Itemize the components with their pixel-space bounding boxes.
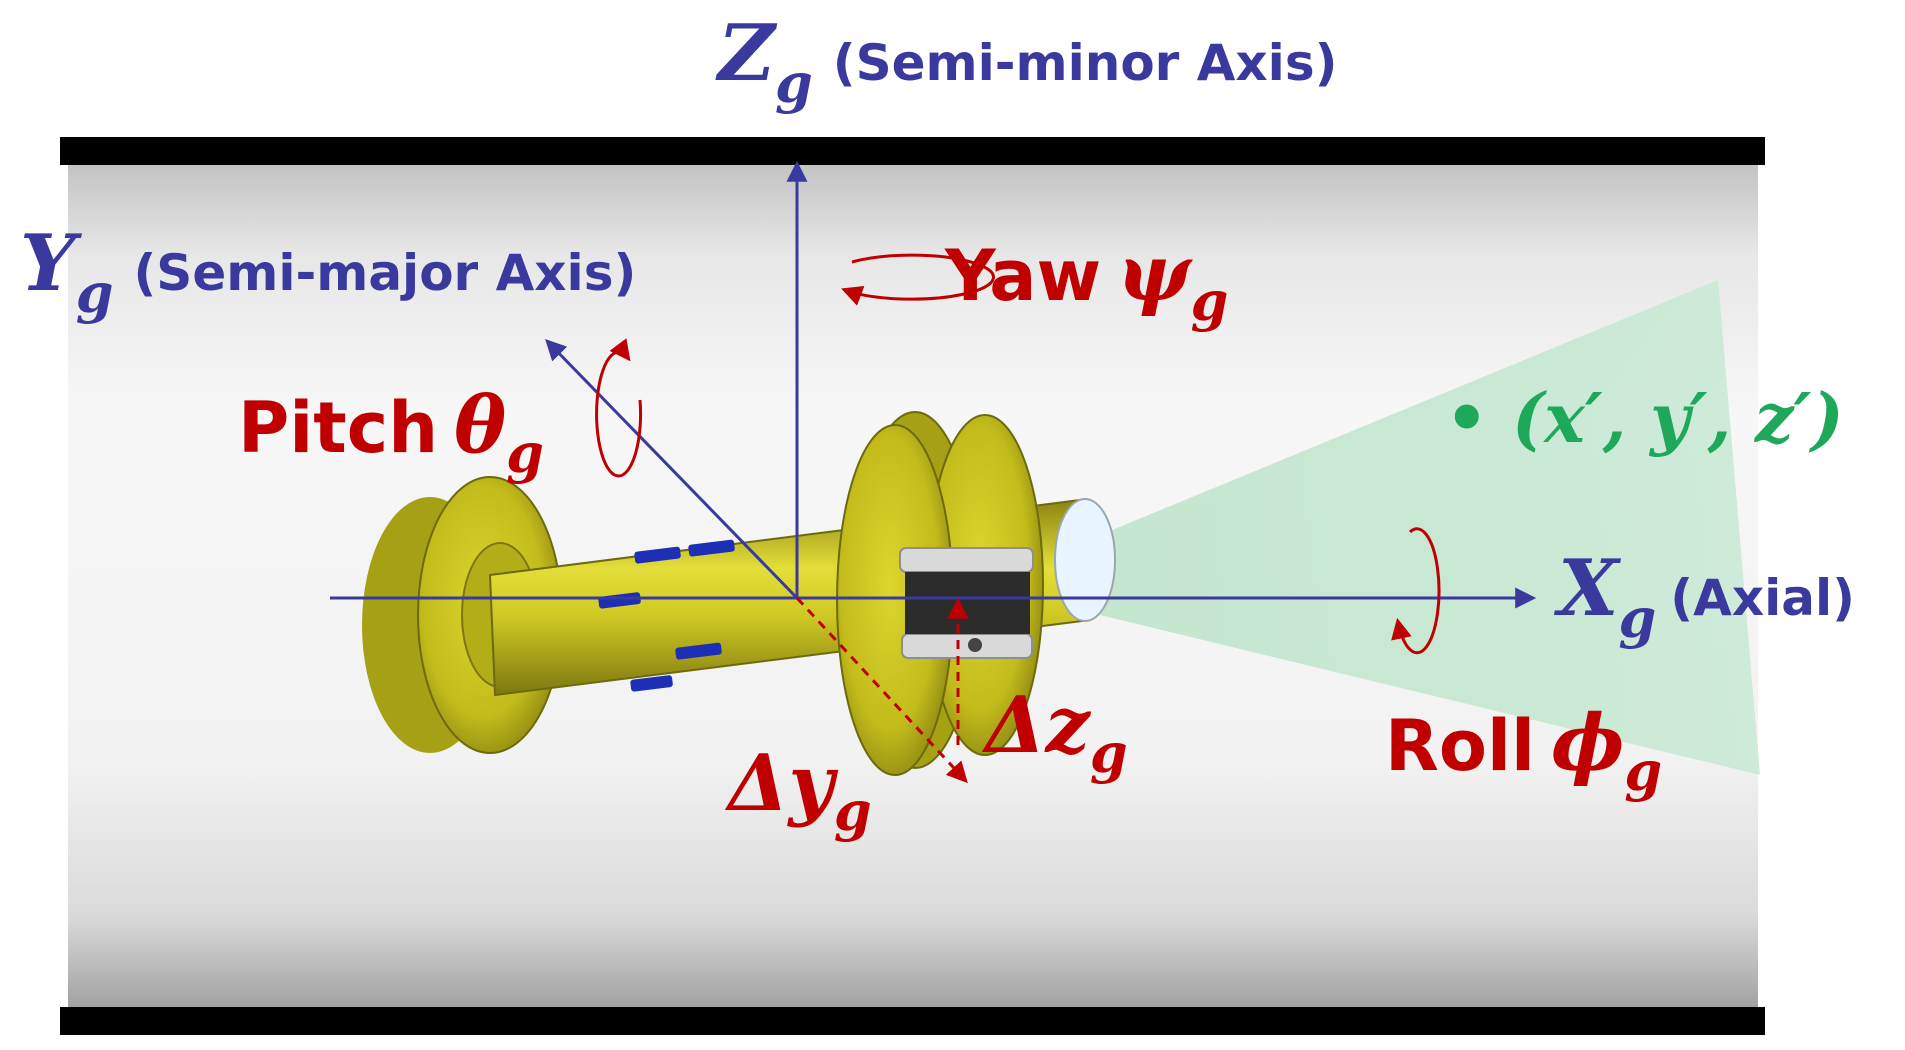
yaw-rotation-arrow [841,253,995,306]
delta-z-label: Δzg [981,680,1128,785]
roll-rotation-arrow [1391,527,1441,655]
y-axis-label: Yg(Semi-major Axis) [20,218,636,325]
camera-field-of-view [1100,280,1760,775]
y-axis-line [545,338,799,600]
tube-markers [598,539,735,692]
pitch-rotation-arrow [595,338,643,478]
camera-gear-module [899,547,1034,659]
pipe-bottom-wall [60,1007,1765,1035]
delta-y-label: Δyg [724,738,872,843]
x-axis-label: Xg(Axial) [1553,543,1855,650]
pipe-top-wall [60,137,1765,165]
target-point-label: • (x′, y′, z′) [1445,379,1844,459]
z-axis-label: Zg(Semi-minor Axis) [715,8,1337,115]
